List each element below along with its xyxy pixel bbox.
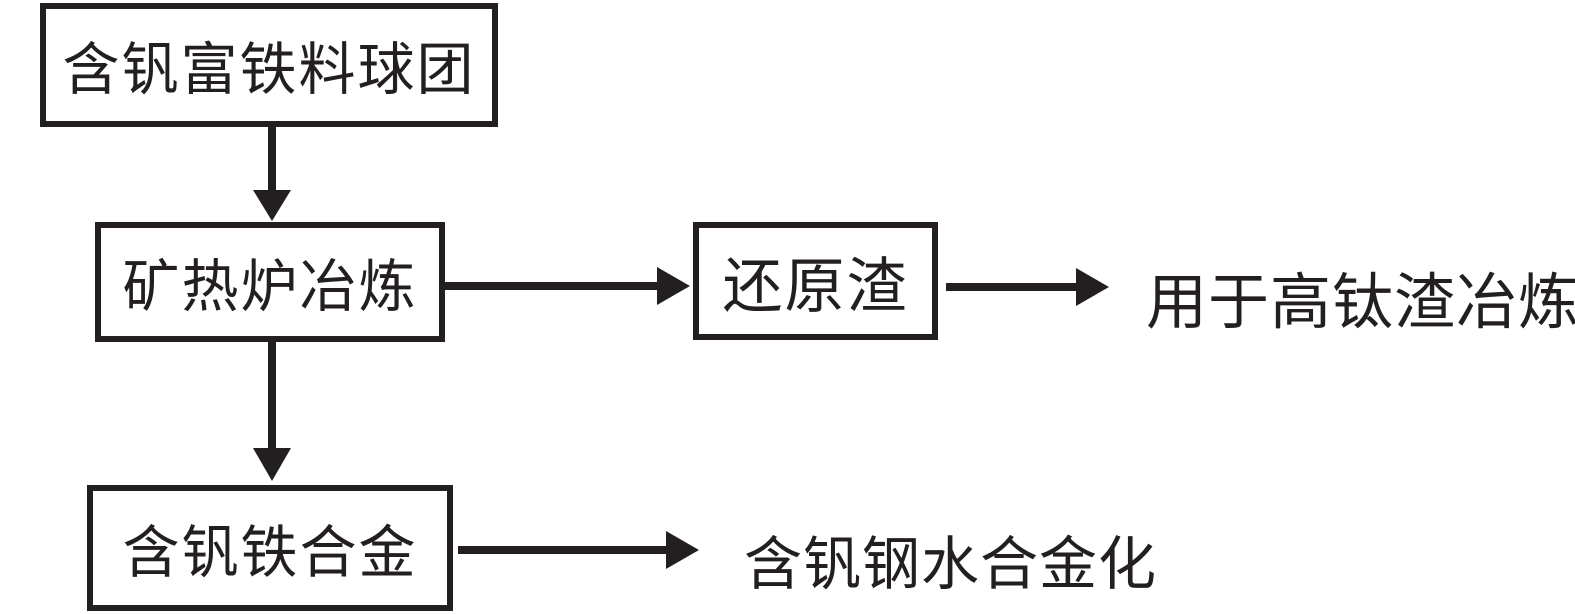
node-alloy-box: 含钒铁合金 [87, 485, 453, 611]
endpoint-slag-use-label: 用于高钛渣冶炼 [1146, 270, 1575, 337]
endpoint-slag-use-text: 用于高钛渣冶炼 [1146, 252, 1575, 341]
node-pellets-box: 含钒富铁料球团 [40, 3, 498, 127]
node-alloy-label: 含钒铁合金 [122, 522, 418, 585]
arrow-alloy-to-alloy-use-right-icon [458, 531, 699, 569]
endpoint-alloy-use-text: 含钒钢水合金化 [744, 517, 1157, 601]
arrow-pellets-to-furnace-down-icon [253, 127, 291, 221]
arrow-slag-to-slag-use-right-icon [946, 268, 1109, 306]
node-slag-box: 还原渣 [693, 222, 938, 340]
node-pellets-label: 含钒富铁料球团 [62, 39, 476, 102]
node-slag-label: 还原渣 [722, 253, 909, 320]
node-furnace-label: 矿热炉冶炼 [122, 256, 418, 319]
endpoint-alloy-use-label: 含钒钢水合金化 [744, 532, 1158, 597]
arrow-furnace-to-slag-right-icon [445, 267, 690, 305]
node-furnace-box: 矿热炉冶炼 [95, 222, 445, 342]
arrow-furnace-to-alloy-down-icon [253, 342, 291, 481]
